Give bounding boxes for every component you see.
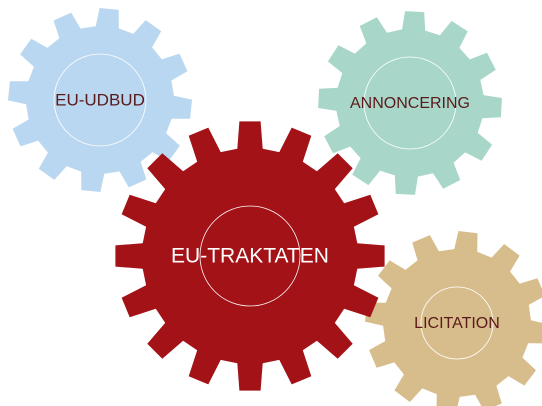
gear-eu-traktaten-shape bbox=[115, 121, 385, 391]
gear-licitation-shape bbox=[365, 231, 542, 406]
gear-annoncering-label: ANNONCERING bbox=[350, 95, 470, 112]
gear-eu-udbud: EU-UDBUD bbox=[8, 8, 192, 192]
gear-eu-udbud-label: EU-UDBUD bbox=[55, 90, 145, 109]
gear-eu-udbud-ring bbox=[53, 53, 147, 147]
gear-annoncering: ANNONCERING bbox=[318, 11, 502, 195]
gear-eu-traktaten-label: EU-TRAKTATEN bbox=[171, 245, 329, 268]
gear-licitation-ring bbox=[420, 286, 494, 360]
gear-annoncering-ring bbox=[363, 56, 457, 150]
gear-annoncering-shape bbox=[318, 11, 502, 195]
gear-eu-traktaten: EU-TRAKTATEN bbox=[115, 121, 385, 391]
gear-eu-udbud-shape bbox=[8, 8, 192, 192]
gear-licitation: LICITATION bbox=[365, 231, 542, 406]
gear-licitation-label: LICITATION bbox=[414, 315, 500, 332]
gear-eu-traktaten-ring bbox=[199, 205, 301, 307]
